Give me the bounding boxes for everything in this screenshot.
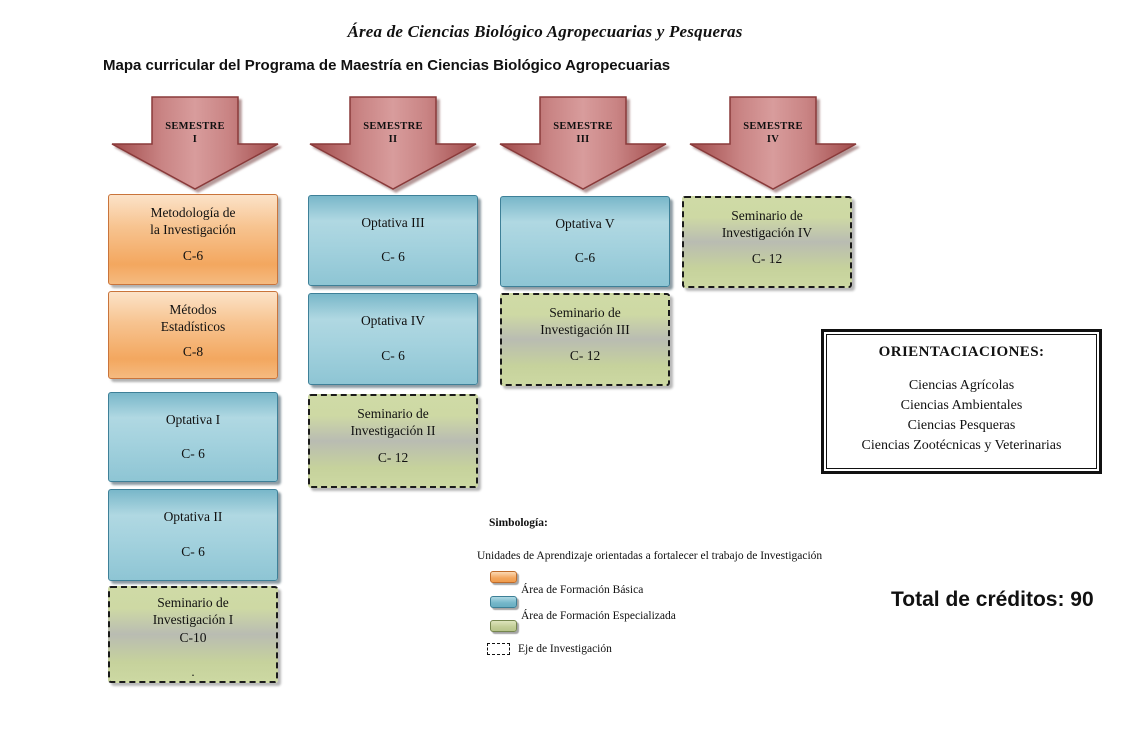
semester-numeral: I xyxy=(192,134,198,145)
course-footnote: . xyxy=(191,664,195,680)
down-arrow-icon xyxy=(111,96,279,190)
course-optativa-1: Optativa I C- 6 xyxy=(108,392,278,482)
orientations-list: Ciencias Agrícolas Ciencias Ambientales … xyxy=(827,376,1096,456)
down-arrow-icon xyxy=(309,96,477,190)
legend-label-formacion-basica: Área de Formación Básica xyxy=(521,584,644,596)
course-seminario-investigacion-3: Seminario de Investigación III C- 12 xyxy=(500,293,670,386)
course-optativa-4: Optativa IV C- 6 xyxy=(308,293,478,385)
green-swatch-icon xyxy=(490,620,517,632)
course-optativa-3: Optativa III C- 6 xyxy=(308,195,478,286)
course-name: Métodos Estadísticos xyxy=(160,302,226,334)
course-name: Optativa III xyxy=(361,214,425,230)
blue-swatch-icon xyxy=(490,596,517,608)
orientation-item: Ciencias Pesqueras xyxy=(907,418,1016,433)
course-metodologia-investigacion: Metodología de la Investigación C-6 xyxy=(108,194,278,285)
down-arrow-icon xyxy=(499,96,667,190)
course-seminario-investigacion-2: Seminario de Investigación II C- 12 xyxy=(308,394,478,488)
course-name: Optativa II xyxy=(163,508,223,524)
course-metodos-estadisticos: Métodos Estadísticos C-8 xyxy=(108,291,278,379)
page-title: Área de Ciencias Biológico Agropecuarias… xyxy=(347,22,743,41)
semester-arrow-label: SEMESTRE I xyxy=(110,120,280,146)
course-name: Optativa I xyxy=(165,411,221,427)
orientations-box-inner: ORIENTACIACIONES: Ciencias Agrícolas Cie… xyxy=(826,334,1097,469)
course-credits: C-10 xyxy=(179,629,207,645)
orientations-heading: ORIENTACIACIONES: xyxy=(878,344,1045,360)
course-credits: C- 12 xyxy=(377,450,409,465)
orange-swatch-icon xyxy=(490,571,517,583)
course-credits: C- 6 xyxy=(181,445,205,461)
semester-arrow-label: SEMESTRE III xyxy=(498,120,668,146)
course-credits: C- 12 xyxy=(751,250,783,266)
semester-numeral: III xyxy=(576,134,590,145)
course-credits: C- 6 xyxy=(181,544,205,559)
semester-arrow-3: SEMESTRE III xyxy=(498,96,668,191)
course-optativa-5: Optativa V C-6 xyxy=(500,196,670,287)
semester-arrow-2: SEMESTRE II xyxy=(308,96,478,191)
total-credits: Total de créditos: 90 xyxy=(891,588,1094,611)
semester-numeral: IV xyxy=(766,134,780,145)
orientation-item: Ciencias Ambientales xyxy=(900,398,1023,413)
legend-heading: Simbología: xyxy=(489,517,548,529)
course-name: Metodología de la Investigación xyxy=(150,205,236,237)
down-arrow-icon xyxy=(689,96,857,190)
semester-word: SEMESTRE xyxy=(553,121,613,132)
legend-label-eje-investigacion: Eje de Investigación xyxy=(518,643,612,655)
course-name: Seminario de Investigación III xyxy=(540,305,630,337)
course-name: Optativa IV xyxy=(360,312,426,328)
semester-arrow-1: SEMESTRE I xyxy=(110,96,280,191)
course-seminario-investigacion-4: Seminario de Investigación IV C- 12 xyxy=(682,196,852,288)
course-credits: C-8 xyxy=(182,343,204,359)
orientations-box: ORIENTACIACIONES: Ciencias Agrícolas Cie… xyxy=(821,329,1102,474)
course-seminario-investigacion-1: Seminario de Investigación I C-10 . xyxy=(108,586,278,683)
semester-arrow-label: SEMESTRE II xyxy=(308,120,478,146)
semester-word: SEMESTRE xyxy=(363,121,423,132)
course-name: Seminario de Investigación IV xyxy=(721,208,813,240)
course-credits: C-6 xyxy=(182,248,204,264)
semester-arrow-4: SEMESTRE IV xyxy=(688,96,858,191)
orientation-item: Ciencias Zootécnicas y Veterinarias xyxy=(861,438,1062,453)
course-credits: C- 12 xyxy=(569,348,601,364)
semester-numeral: II xyxy=(388,134,398,145)
semester-word: SEMESTRE xyxy=(743,121,803,132)
semester-word: SEMESTRE xyxy=(165,121,225,132)
course-credits: C- 6 xyxy=(381,249,405,265)
course-optativa-2: Optativa II C- 6 xyxy=(108,489,278,581)
legend-label-unidades-investigacion: Unidades de Aprendizaje orientadas a for… xyxy=(477,550,823,562)
course-credits: C- 6 xyxy=(381,348,405,363)
orientation-item: Ciencias Agrícolas xyxy=(908,378,1015,393)
dashed-swatch-icon xyxy=(487,643,510,655)
legend-label-formacion-especializada: Área de Formación Especializada xyxy=(521,610,676,622)
course-credits: C-6 xyxy=(574,250,596,266)
semester-arrow-label: SEMESTRE IV xyxy=(688,120,858,146)
page-subtitle: Mapa curricular del Programa de Maestría… xyxy=(103,57,671,74)
course-name: Optativa V xyxy=(555,215,615,231)
course-name: Seminario de Investigación II xyxy=(350,406,436,438)
course-name: Seminario de Investigación I xyxy=(152,595,234,627)
